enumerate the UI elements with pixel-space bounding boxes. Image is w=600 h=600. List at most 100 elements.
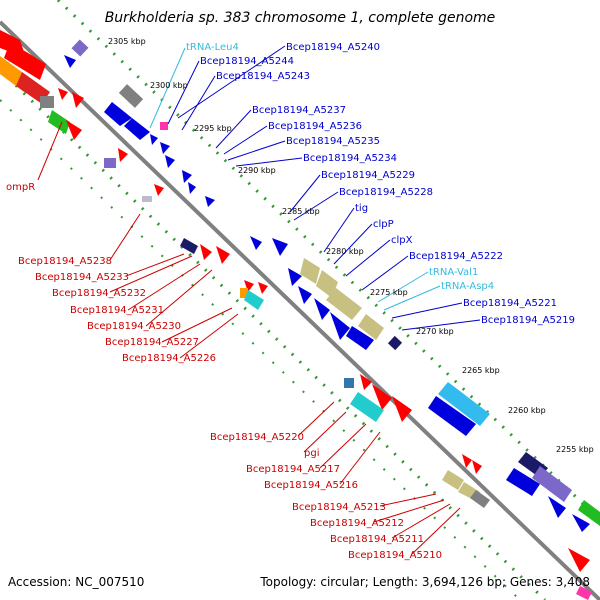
gene-label[interactable]: Bcep18194_A5211 [330, 534, 424, 545]
gene-label[interactable]: Bcep18194_A5230 [87, 321, 181, 332]
gene-feature [532, 466, 572, 502]
gene-label[interactable]: Bcep18194_A5220 [210, 432, 304, 443]
gene-feature [326, 288, 362, 320]
outer-tick-ring-top [56, 0, 600, 522]
gene-label[interactable]: Bcep18194_A5219 [481, 315, 575, 326]
leader-line [145, 269, 213, 327]
gene-arrow [58, 88, 68, 100]
leader-line [149, 47, 186, 129]
tick-label: 2305 kbp [108, 37, 146, 46]
gene-label[interactable]: pgi [304, 448, 319, 459]
leader-line [373, 499, 445, 523]
gene-label[interactable]: tRNA-Val1 [429, 267, 478, 278]
leader-line [361, 255, 409, 291]
gene-arrow [150, 134, 158, 145]
leader-line [109, 213, 141, 261]
leader-line [109, 255, 193, 293]
leader-line [235, 157, 303, 167]
gene-arrow [250, 236, 262, 250]
gene-arrow [572, 514, 590, 532]
leader-line [391, 302, 463, 319]
gene-label[interactable]: Bcep18194_A5240 [286, 42, 380, 53]
gene-arrow [462, 454, 472, 468]
gene-label[interactable]: clpP [373, 219, 394, 230]
gene-label[interactable]: Bcep18194_A5243 [216, 71, 310, 82]
gene-feature [470, 490, 490, 508]
leader-line [127, 263, 201, 311]
gene-label[interactable]: Bcep18194_A5233 [35, 272, 129, 283]
gene-arrow [298, 286, 312, 304]
leader-line [411, 507, 461, 555]
tick-label: 2255 kbp [556, 445, 594, 454]
gene-feature [442, 470, 464, 490]
tick-label: 2280 kbp [326, 247, 364, 256]
gene-arrow [548, 496, 566, 518]
leader-line [227, 140, 286, 161]
gene-label[interactable]: Bcep18194_A5244 [200, 56, 294, 67]
gene-label[interactable]: Bcep18194_A5231 [70, 305, 164, 316]
gene-feature [240, 288, 248, 298]
gene-arrow [568, 548, 590, 572]
gene-label[interactable]: Bcep18194_A5217 [246, 464, 340, 475]
gene-feature [180, 238, 198, 254]
gene-arrow [205, 196, 215, 207]
gene-arrow [104, 102, 132, 126]
tick-labels: 2305 kbp 2300 kbp 2295 kbp 2290 kbp 2285… [108, 37, 594, 454]
leader-line [293, 191, 339, 221]
gene-label[interactable]: Bcep18194_A5221 [463, 298, 557, 309]
gene-feature [244, 290, 264, 310]
gene-label[interactable]: Bcep18194_A5228 [339, 187, 433, 198]
tick-label: 2275 kbp [370, 288, 408, 297]
leader-line [339, 431, 381, 485]
outer-tick-ring-bottom [0, 68, 547, 600]
tick-label: 2265 kbp [462, 366, 500, 375]
gene-feature [438, 382, 490, 426]
gene-label[interactable]: Bcep18194_A5210 [348, 550, 442, 561]
gene-label[interactable]: tig [355, 203, 368, 214]
leader-line [323, 207, 355, 253]
leader-line [379, 493, 437, 507]
gene-arrow [272, 238, 288, 256]
leader-line [177, 45, 286, 119]
gene-label[interactable]: Bcep18194_A5222 [409, 251, 503, 262]
gene-arrow [428, 396, 476, 436]
gene-label[interactable]: Bcep18194_A5226 [122, 353, 216, 364]
gene-arrow [472, 460, 482, 474]
gene-label[interactable]: Bcep18194_A5227 [105, 337, 199, 348]
gene-arrow [288, 268, 302, 286]
gene-label[interactable]: Bcep18194_A5212 [310, 518, 404, 529]
leader-line [167, 60, 200, 125]
gene-feature [578, 500, 600, 526]
rna-feature [160, 122, 168, 130]
leader-line [179, 313, 239, 359]
gene-label[interactable]: Bcep18194_A5213 [292, 502, 386, 513]
gene-label[interactable]: Bcep18194_A5237 [252, 105, 346, 116]
gene-arrow [506, 468, 540, 496]
gene-arrow [124, 118, 150, 140]
gene-label[interactable]: ompR [6, 182, 35, 193]
forward-gene-labels: tRNA-Leu4 Bcep18194_A5240 Bcep18194_A524… [186, 42, 575, 326]
gene-label[interactable]: Bcep18194_A5216 [264, 480, 358, 491]
tick-label: 2295 kbp [194, 124, 232, 133]
tick-label: 2270 kbp [416, 327, 454, 336]
gene-label[interactable]: Bcep18194_A5238 [18, 256, 112, 267]
gene-label[interactable]: clpX [391, 235, 413, 246]
leader-line [333, 223, 373, 265]
gene-feature [316, 270, 338, 298]
gene-label[interactable]: Bcep18194_A5229 [321, 170, 415, 181]
leader-line [345, 239, 391, 277]
topology-text: Topology: circular; Length: 3,694,126 bp… [259, 575, 590, 589]
gene-label[interactable]: Bcep18194_A5232 [52, 288, 146, 299]
gene-arrow [118, 148, 128, 162]
gene-label[interactable]: Bcep18194_A5235 [286, 136, 380, 147]
gene-arrow [66, 120, 82, 140]
leader-line [319, 423, 367, 469]
leader-line [161, 307, 233, 343]
gene-arrow [258, 282, 268, 294]
gene-label[interactable]: tRNA-Leu4 [186, 42, 239, 53]
leader-line [377, 271, 429, 303]
gene-label[interactable]: tRNA-Asp4 [441, 281, 494, 292]
gene-label[interactable]: Bcep18194_A5236 [268, 121, 362, 132]
gene-label[interactable]: Bcep18194_A5234 [303, 153, 397, 164]
